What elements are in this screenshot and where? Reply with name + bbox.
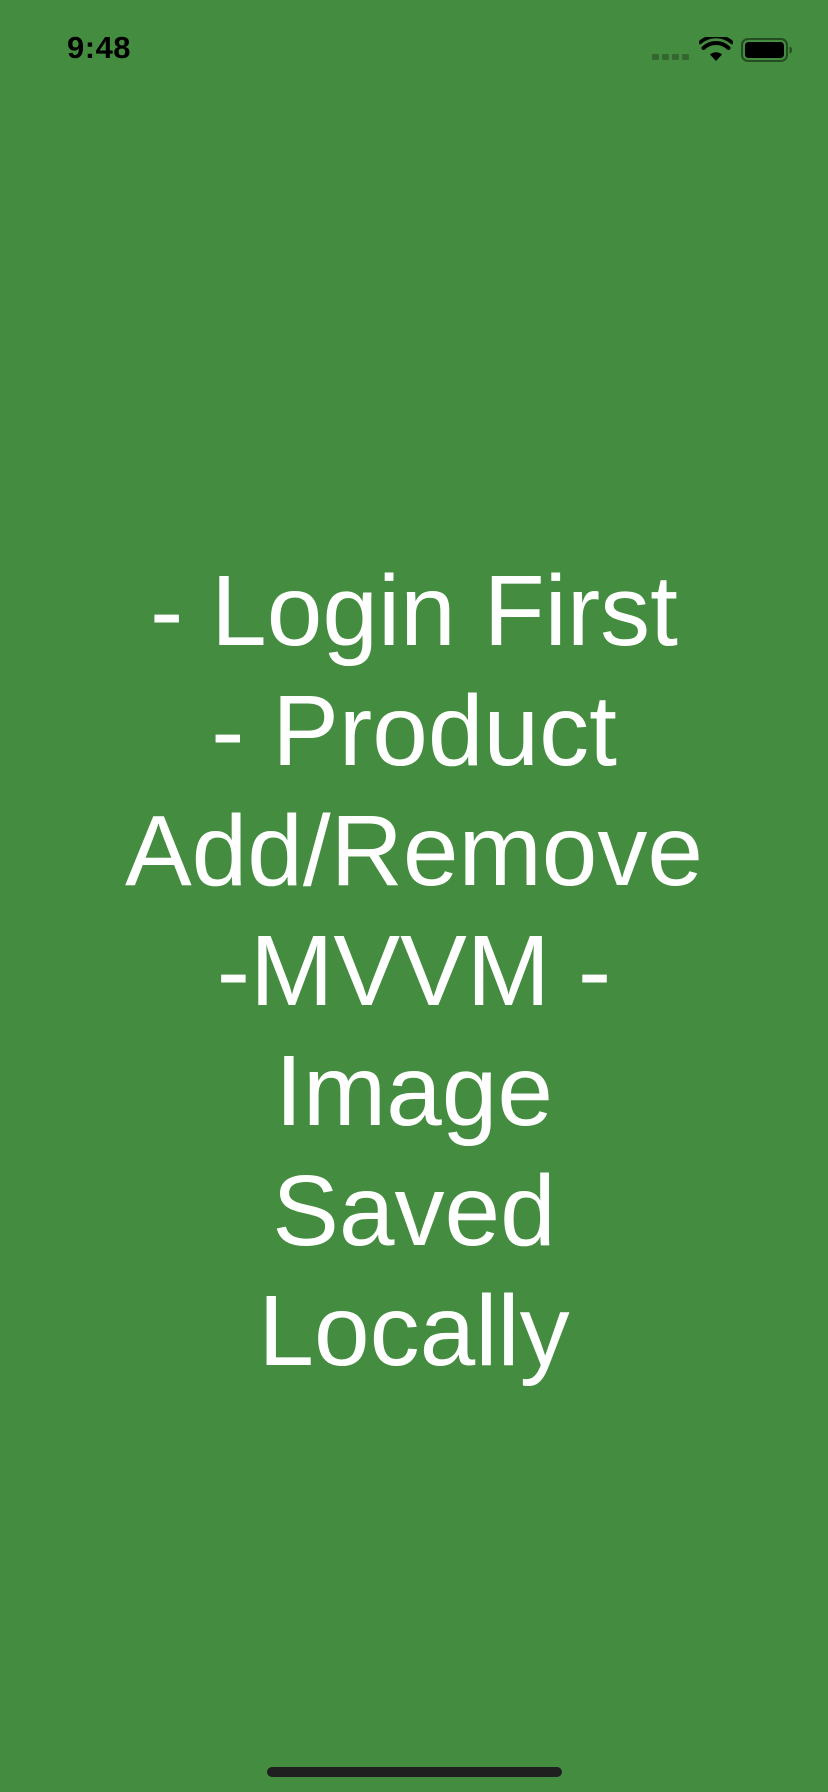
feature-list-text: - Login First - Product Add/Remove -MVVM… [124, 555, 704, 1387]
status-time: 9:48 [67, 30, 132, 65]
wifi-icon [699, 37, 733, 61]
cellular-signal-icon [652, 54, 692, 60]
battery-icon [741, 38, 792, 62]
home-indicator[interactable] [267, 1767, 562, 1777]
status-bar: 9:48 [0, 0, 828, 100]
